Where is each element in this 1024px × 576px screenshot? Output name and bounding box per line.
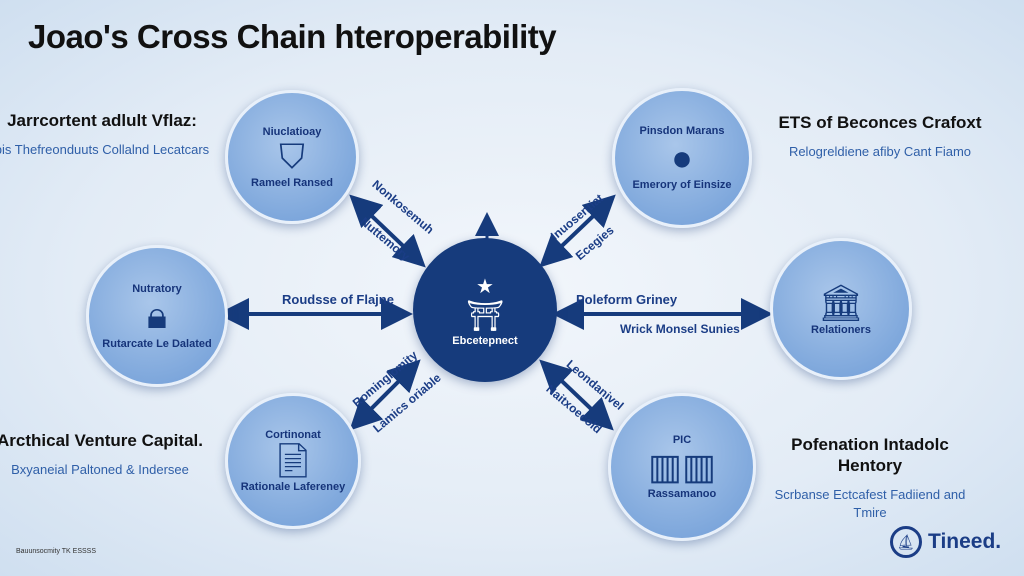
lock-icon: 🔒︎	[146, 294, 168, 337]
arrow-label: Roudsse of Flajne	[282, 292, 394, 307]
node-label: Rameel Ransed	[251, 176, 333, 189]
side-heading: Pofenation Intadolc Hentory	[791, 435, 949, 475]
node-bottom-right[interactable]: PIC ▥▥ Rassamanoo	[608, 393, 756, 541]
center-node[interactable]: ★ ⛩ Ebcetepnect	[413, 238, 557, 382]
node-top-right[interactable]: Pinsdon Marans ● Emerory of Einsize	[612, 88, 752, 228]
node-top-left[interactable]: Niuclatioay ⛉ Rameel Ransed	[225, 90, 359, 224]
star-icon: ★	[476, 275, 494, 298]
building-icon: 🏛︎	[818, 282, 864, 323]
document-icon: 📄︎	[271, 442, 315, 480]
node-left[interactable]: Nutratory 🔒︎ Rutarcate Le Dalated	[86, 245, 228, 387]
side-note-top-right: ETS of Beconces Crafoxt Relogreldiene af…	[770, 112, 990, 161]
node-right[interactable]: 🏛︎ Relationers	[770, 238, 912, 380]
center-label: Ebcetepnect	[452, 334, 518, 347]
node-label: Nutratory	[132, 282, 182, 295]
side-sub: Scrbanse Ectcafest Fadiiend and Tmire	[774, 487, 966, 520]
servers-icon: ▥▥	[647, 446, 717, 487]
side-sub: Bxyaneial Paltoned & Indersee	[11, 462, 189, 477]
node-label: PIC	[672, 434, 692, 446]
side-heading: Arcthical Venture Capital.	[0, 431, 203, 450]
globe-icon: ●	[671, 137, 693, 178]
node-label: Relationers	[811, 324, 871, 336]
side-note-bottom-left: Arcthical Venture Capital. Bxyaneial Pal…	[0, 430, 210, 479]
shield-icon: ⛉	[279, 137, 305, 176]
side-heading: Jarrcortent adlult Vflaz:	[7, 111, 197, 130]
arrow-label: Wrick Monsel Sunies	[620, 322, 740, 336]
sail-icon: ⛵︎	[890, 526, 922, 558]
brand-name: Tineed.	[928, 530, 1002, 553]
page-title: Joao's Cross Chain hteroperability	[28, 18, 557, 55]
node-label: Niuclatioay	[262, 125, 322, 138]
node-label: Rutarcate Le Dalated	[102, 337, 212, 350]
side-sub: bis Thefreonduuts Collalnd Lecatcars	[0, 142, 210, 157]
brand-logo: ⛵︎ Tineed.	[890, 526, 1001, 558]
node-label: Emerory of Einsize	[632, 179, 732, 191]
node-label: Rassamanoo	[647, 488, 717, 500]
footer-text: Bauunsocmity TK ESSSS	[16, 548, 97, 555]
node-label: Cortinonat	[265, 429, 321, 441]
side-heading: ETS of Beconces Crafoxt	[778, 113, 982, 132]
node-label: Rationale Lafereney	[240, 481, 346, 493]
node-bottom-left[interactable]: Cortinonat 📄︎ Rationale Lafereney	[225, 393, 361, 529]
arrow-label: Poleform Griney	[576, 292, 678, 307]
bridge-icon: ⛩	[465, 299, 505, 333]
side-note-bottom-right: Pofenation Intadolc Hentory Scrbanse Ect…	[760, 434, 980, 522]
side-note-top-left: Jarrcortent adlult Vflaz: bis Thefreondu…	[0, 110, 212, 159]
side-sub: Relogreldiene afiby Cant Fiamo	[788, 144, 972, 159]
node-label: Pinsdon Marans	[639, 125, 725, 137]
